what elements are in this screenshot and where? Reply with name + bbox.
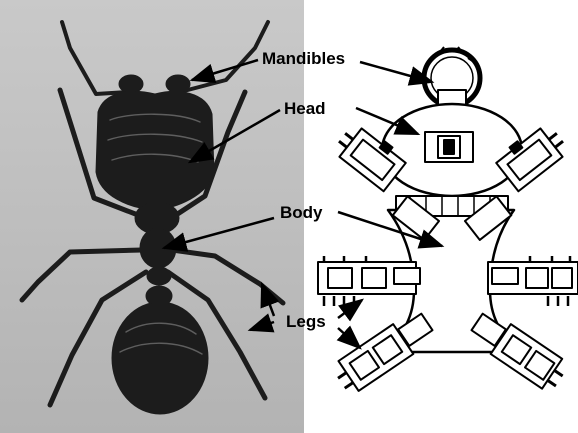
mandibles-label: Mandibles <box>262 49 345 69</box>
ant-antennae <box>62 22 268 94</box>
arrow-mandibles-robot <box>360 62 432 82</box>
ant-petiole-1 <box>147 267 171 285</box>
ant-abdomen <box>112 302 208 414</box>
arrow-legs-robot-lower <box>338 328 360 348</box>
legs-label: Legs <box>286 312 326 332</box>
robot-leg-middle-left <box>318 256 420 306</box>
robot-leg-rear-right <box>471 314 570 395</box>
ant-head <box>96 91 214 210</box>
head-label: Head <box>284 99 326 119</box>
robot-leg-rear-left <box>330 314 432 397</box>
arrow-legs-ant-lower <box>250 322 274 330</box>
robot-leg-middle-right <box>488 256 578 306</box>
arrow-legs-robot-upper <box>338 300 362 318</box>
body-label: Body <box>280 203 323 223</box>
arrow-mandibles-ant <box>192 60 258 80</box>
ant-mandibles <box>119 75 190 93</box>
ant-illustration <box>22 22 283 414</box>
arrow-body-ant <box>164 218 274 248</box>
ant-thorax-mid <box>140 228 176 268</box>
